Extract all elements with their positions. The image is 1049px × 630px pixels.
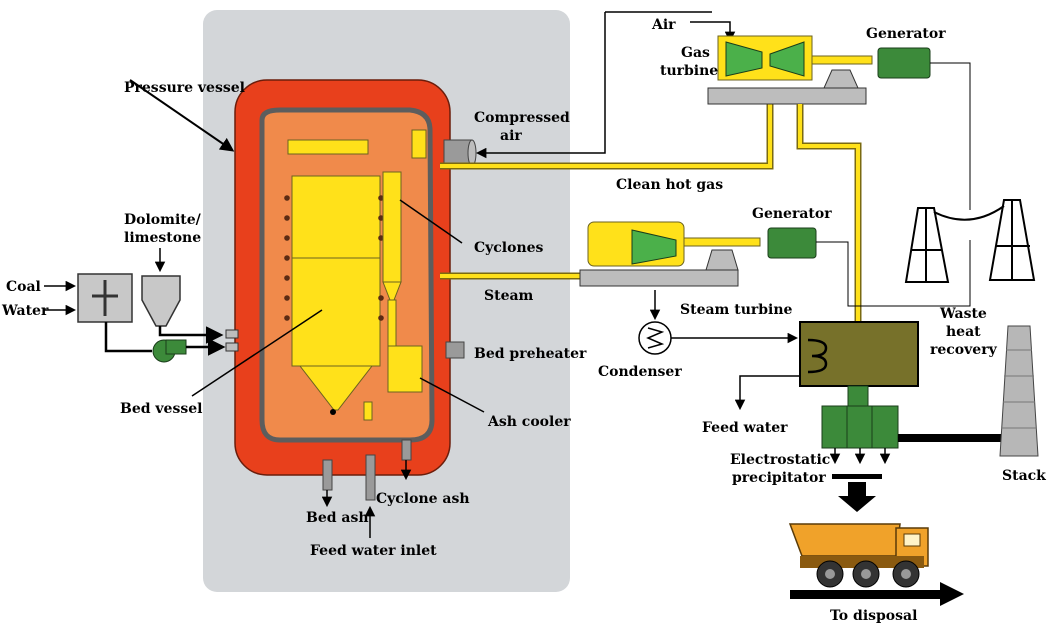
label-coal: Coal: [6, 279, 41, 295]
gas-turbine: [707, 35, 873, 105]
label-condenser: Condenser: [598, 364, 682, 380]
label-water: Water: [1, 303, 49, 319]
label-bed-vessel: Bed vessel: [120, 401, 202, 417]
dolomite-hopper: [141, 275, 181, 327]
input-arrows: [44, 79, 235, 316]
label-bed-preheater: Bed preheater: [474, 346, 587, 362]
compressed-air-nozzle: [443, 139, 477, 167]
label-steam: Steam: [484, 288, 534, 304]
ash-cooler: [387, 345, 423, 393]
stack: [999, 325, 1039, 457]
outlet-arrows: [321, 460, 412, 538]
label-steam-turbine: Steam turbine: [680, 302, 793, 318]
label-feed-water-inlet: Feed water inlet: [310, 543, 437, 559]
label-waste-3: recovery: [930, 342, 998, 358]
vessel-outlets: [322, 439, 412, 501]
label-waste-1: Waste: [939, 306, 987, 322]
stack-flue: [898, 400, 1022, 442]
cyclones: [382, 129, 427, 381]
waste-heat-recovery-unit: [734, 321, 919, 411]
transmission-towers: [904, 199, 1036, 283]
label-clean-hot-gas: Clean hot gas: [616, 177, 723, 193]
feed-lines: [104, 322, 239, 356]
generator-mid: [767, 227, 971, 307]
generator-top: [877, 47, 971, 210]
label-air: Air: [651, 17, 676, 33]
coal-water-mixer: [77, 273, 133, 323]
label-gas-turbine-2: turbine: [660, 63, 718, 79]
bed-vessel: [287, 139, 381, 421]
label-cyclone-ash: Cyclone ash: [376, 491, 470, 507]
label-esp-2: precipitator: [732, 470, 826, 486]
label-dolomite-1: Dolomite/: [124, 212, 202, 228]
label-stack: Stack: [1002, 468, 1046, 484]
label-gas-turbine-1: Gas: [681, 45, 710, 61]
label-compressed-2: air: [500, 128, 522, 144]
disposal-arrow: [790, 582, 964, 606]
label-ash-cooler: Ash cooler: [487, 414, 571, 430]
label-to-disposal: To disposal: [830, 608, 917, 624]
electrostatic-precipitator: [821, 385, 899, 512]
label-dolomite-2: limestone: [124, 230, 201, 246]
bed-preheater-nozzle: [445, 341, 465, 359]
leader-lines: [191, 199, 485, 413]
condenser: [638, 290, 799, 355]
label-compressed-1: Compressed: [474, 110, 570, 126]
label-feed-water: Feed water: [702, 420, 788, 436]
label-esp-1: Electrostatic: [730, 452, 830, 468]
label-generator-top: Generator: [866, 26, 946, 42]
heat-exchanger-tubes: [284, 195, 384, 321]
label-cyclones: Cyclones: [474, 240, 544, 256]
feed-pump: [152, 339, 187, 363]
label-bed-ash: Bed ash: [306, 510, 369, 526]
label-waste-2: heat: [946, 324, 981, 340]
dump-truck: [788, 523, 929, 588]
compressed-air-line: [475, 11, 736, 159]
label-pressure-vessel: Pressure vessel: [124, 80, 245, 96]
label-generator-mid: Generator: [752, 206, 832, 222]
steam-turbine: [579, 221, 761, 287]
